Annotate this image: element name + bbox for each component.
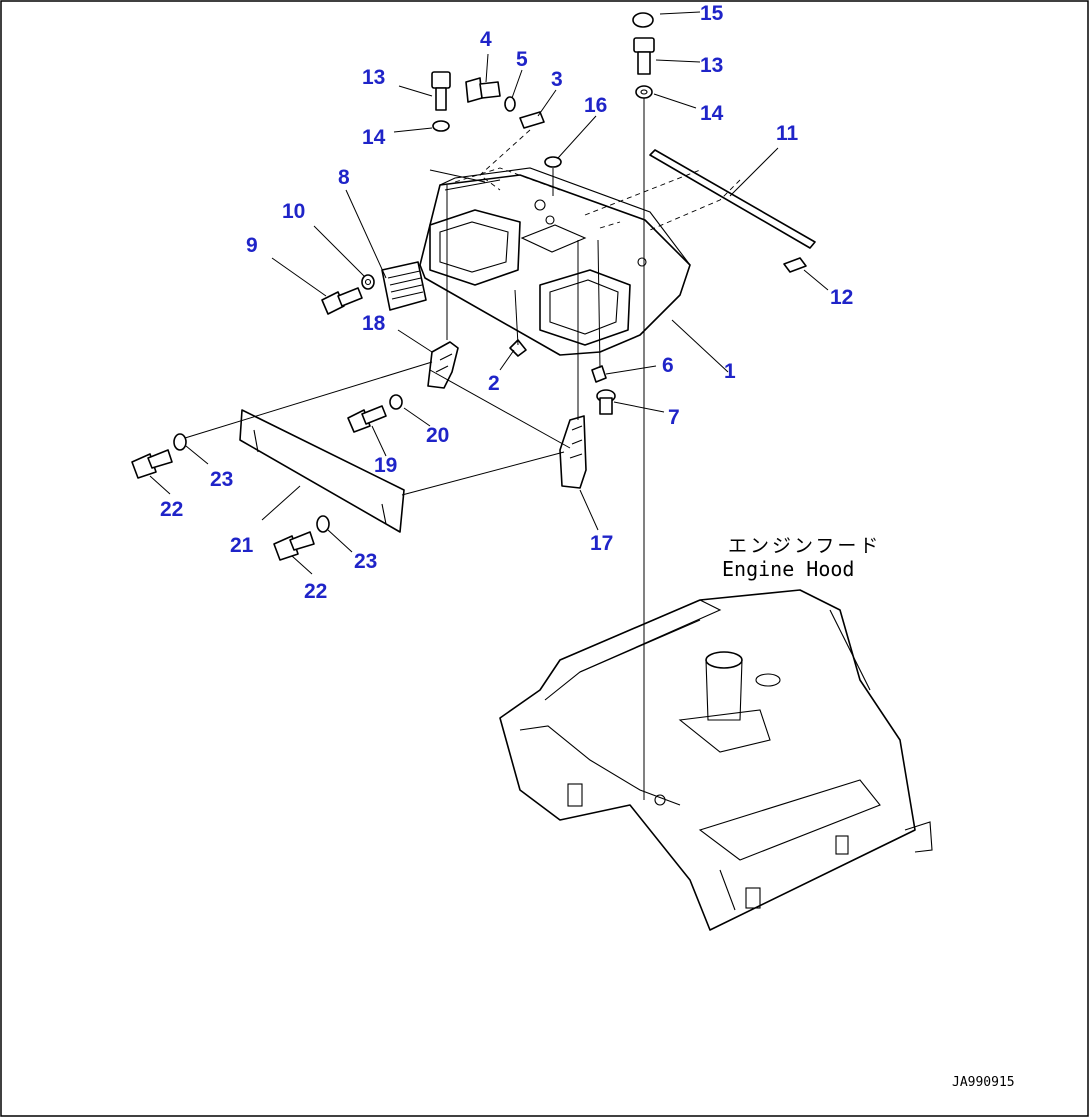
bolt-part-22-upper [131,449,173,479]
bolt-part-13-left [431,71,451,111]
bolt-part-9 [321,287,363,315]
callout-part-19: 19 [374,454,397,477]
callout-part-5: 5 [516,48,528,71]
washer-part-5 [504,96,516,112]
cap-part-15 [632,12,654,28]
callout-part-11: 11 [776,122,799,145]
engine-hood-label-en: Engine Hood [722,557,854,581]
washer-part-20 [389,394,403,410]
bolt-part-22-lower [273,531,315,561]
seal-strip-part-11 [649,149,816,249]
washer-part-23-upper [173,433,187,451]
callout-part-7: 7 [668,406,680,429]
callout-part-4: 4 [480,28,492,51]
callout-part-12: 12 [830,286,853,309]
bolt-part-4 [465,77,501,103]
cap-part-16 [544,156,562,168]
callout-part-14-right: 14 [700,102,724,125]
callout-part-13-left: 13 [362,66,385,89]
bolt-part-19 [347,405,387,433]
callout-part-9: 9 [246,234,258,257]
nut-part-6 [591,365,607,383]
callout-part-3: 3 [551,68,563,91]
callout-part-17: 17 [590,532,613,555]
callout-part-1: 1 [724,360,736,383]
callout-part-23-upper: 23 [210,468,233,491]
callout-part-10: 10 [282,200,305,223]
engine-hood-label-jp: エンジンフード [728,535,881,557]
bracket-part-18 [427,341,459,389]
callout-part-16: 16 [584,94,607,117]
washer-part-14-left [432,120,450,132]
washer-part-23-lower [316,515,330,533]
callout-part-14-left: 14 [362,126,386,149]
engine-hood-assembly [499,589,933,931]
clip-nut-part-2 [509,339,527,357]
callout-part-6: 6 [662,354,674,377]
callout-labels: 1 2 3 4 5 6 7 8 9 10 11 12 13 13 14 14 1… [160,2,853,603]
seal-piece-part-12 [783,257,807,273]
washer-part-14-right [635,85,653,99]
callout-part-20: 20 [426,424,449,447]
callout-part-8: 8 [338,166,350,189]
leader-lines [149,11,829,575]
callout-part-23-lower: 23 [354,550,377,573]
callout-part-15: 15 [700,2,724,25]
callout-part-18: 18 [362,312,386,335]
engine-cover-part-1 [419,167,691,356]
assembly-lines [184,98,741,800]
bottom-panel-part-21 [239,409,405,533]
callout-part-21: 21 [230,534,254,557]
bolt-part-7 [596,389,616,415]
clip-part-3 [519,111,545,129]
bolt-part-13-right [633,37,655,75]
drawing-code: JA990915 [952,1075,1015,1090]
callout-part-22-upper: 22 [160,498,183,521]
grille-part-8 [381,261,427,311]
callout-part-13-right: 13 [700,54,723,77]
callout-part-22-lower: 22 [304,580,327,603]
callout-part-2: 2 [488,372,500,395]
washer-part-10 [361,274,375,290]
bracket-part-17 [559,415,587,489]
